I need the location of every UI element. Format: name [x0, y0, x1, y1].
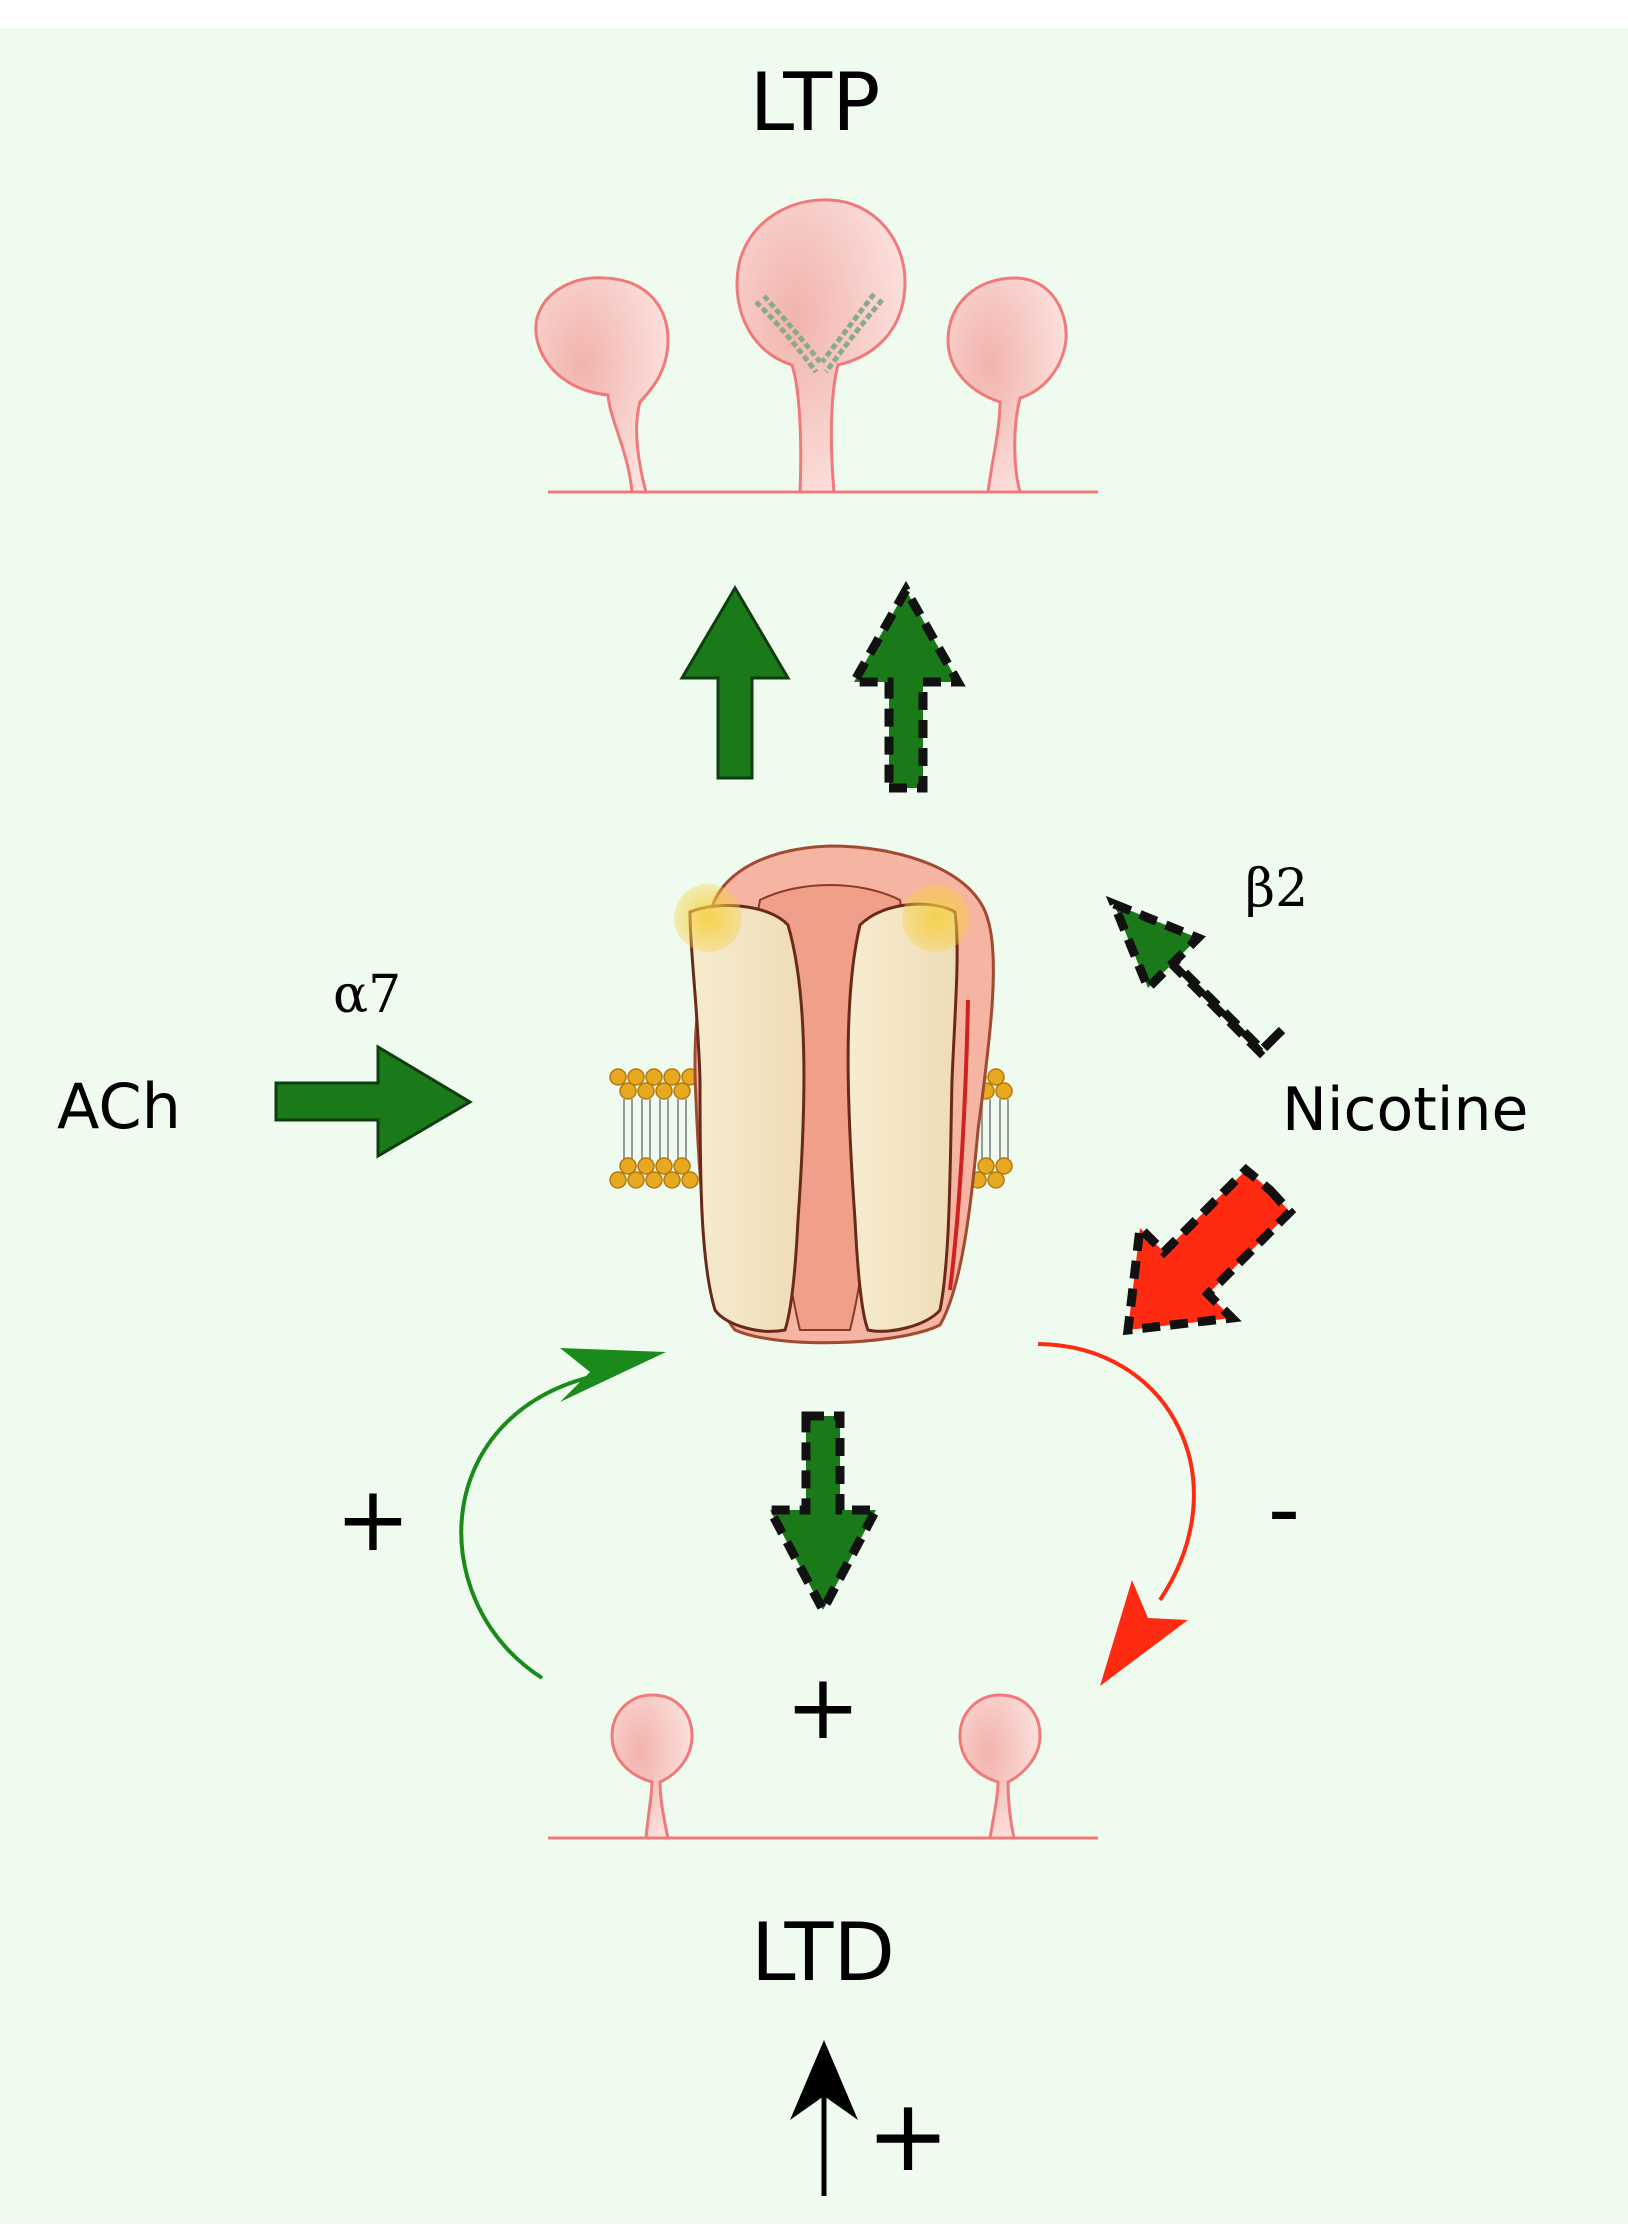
alpha7-label: α7	[333, 965, 401, 1025]
ltp-dendrite	[534, 198, 1098, 494]
nicotinic-receptor	[674, 844, 995, 1345]
ltd-dendrite	[548, 1693, 1098, 1840]
ltd-label: LTD	[751, 1906, 895, 1999]
down-arrow-dashed	[762, 1411, 884, 1620]
up-arrow-solid	[679, 585, 791, 780]
positive-feedback-curve	[459, 1370, 616, 1680]
up-arrow-dashed	[846, 580, 966, 793]
binding-site-left	[674, 884, 742, 952]
positive-feedback-arrowhead	[560, 1348, 666, 1402]
beta2-label: β2	[1245, 859, 1308, 919]
plus-center-label: +	[785, 1655, 860, 1760]
nicotine-label: Nicotine	[1282, 1075, 1528, 1145]
ltd-spine-left	[610, 1693, 694, 1840]
negative-feedback-arrowhead	[1100, 1580, 1188, 1686]
bottom-black-arrow	[790, 2040, 858, 2196]
ltp-spine-center	[735, 198, 907, 494]
plus-bottom-label: +	[866, 2077, 950, 2194]
lipid-tails	[623, 1099, 1009, 1160]
lipid-heads-top	[609, 1068, 1013, 1100]
ach-arrow	[274, 1044, 473, 1159]
plus-left-label: +	[335, 1467, 410, 1572]
ltd-spine-right	[958, 1693, 1042, 1840]
actin-filaments	[754, 292, 884, 374]
receptor-subunit-left	[688, 904, 806, 1333]
receptor-subunit-right	[846, 902, 959, 1333]
ltp-spine-left	[534, 276, 670, 494]
ltp-spine-right	[946, 276, 1068, 494]
minus-right-label: -	[1268, 1457, 1300, 1562]
ltp-label: LTP	[750, 56, 881, 149]
binding-site-right	[902, 884, 970, 952]
beta2-arrow	[1105, 895, 1286, 1059]
negative-feedback-curve	[1037, 1342, 1196, 1602]
nicotine-red-arrow	[1122, 1163, 1297, 1336]
ach-label: ACh	[57, 1070, 181, 1143]
